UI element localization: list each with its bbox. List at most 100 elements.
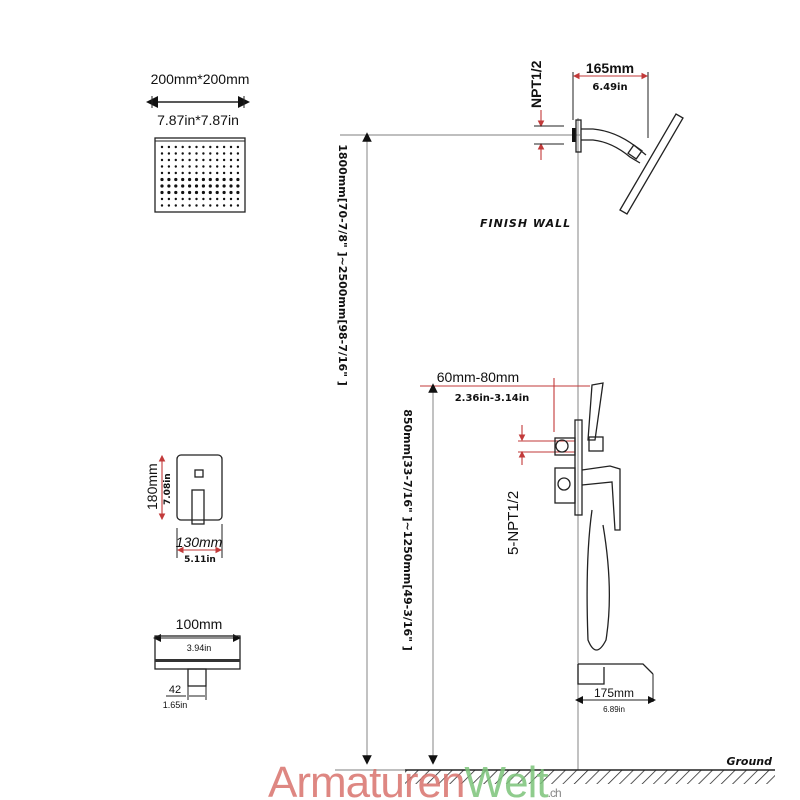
nozzle-dot xyxy=(174,184,178,188)
nozzle-dot xyxy=(174,165,177,168)
nozzle-dot xyxy=(222,204,226,207)
nozzle-dot xyxy=(174,145,177,149)
tub-spout: 175mm 6.89in xyxy=(575,663,656,714)
nozzle-dot xyxy=(174,204,177,207)
nozzle-dot xyxy=(201,184,205,188)
nozzle-dot xyxy=(229,190,233,195)
nozzle-dot xyxy=(236,204,240,207)
nozzle-dot xyxy=(195,145,198,149)
nozzle-dot xyxy=(229,171,233,175)
valve-depth-mm: 60mm-80mm xyxy=(437,369,519,385)
nozzle-dot xyxy=(236,152,240,155)
nozzle-dot xyxy=(216,145,219,149)
nozzle-dot xyxy=(222,171,226,175)
nozzle-dot xyxy=(229,184,233,188)
nozzle-dot xyxy=(188,145,191,149)
nozzle-dot xyxy=(229,145,233,149)
nozzle-dot xyxy=(188,158,191,162)
nozzle-dot xyxy=(216,197,219,201)
trim-plate-view: 180mm 7.08in 130mm 5.11in xyxy=(144,454,223,565)
nozzle-dot xyxy=(188,171,191,175)
plate-width-in: 5.11in xyxy=(184,555,216,565)
nozzle-dot xyxy=(160,145,164,149)
nozzle-dot xyxy=(174,190,178,195)
nozzle-dot xyxy=(215,190,219,195)
ground: Ground xyxy=(335,755,775,784)
shower-arm: NPT1/2 165mm 6.49in xyxy=(528,60,684,215)
nozzle-dot xyxy=(194,190,199,195)
nozzle-dot xyxy=(174,197,177,201)
nozzle-dot xyxy=(216,204,219,207)
nozzle-dot xyxy=(181,158,184,162)
shower-head-size-mm: 200mm*200mm xyxy=(151,71,250,87)
arm-thread-label: NPT1/2 xyxy=(528,60,544,108)
nozzle-dot xyxy=(209,204,212,207)
nozzle-dot xyxy=(209,152,212,155)
plate-height-in: 7.08in xyxy=(163,473,173,505)
nozzle-dot xyxy=(195,158,198,162)
nozzle-dot xyxy=(208,190,212,195)
nozzle-dot xyxy=(209,165,212,168)
nozzle-dot xyxy=(236,158,240,162)
nozzle-dot xyxy=(236,145,240,149)
nozzle-dot xyxy=(236,171,240,175)
spout-top-view: 100mm 3.94in 42 1.65in xyxy=(153,616,241,710)
nozzle-dot xyxy=(188,197,191,201)
nozzle-dot xyxy=(167,184,171,188)
nozzle-dot xyxy=(160,204,164,207)
plate-height-mm: 180mm xyxy=(144,463,160,510)
nozzle-dot xyxy=(229,152,233,155)
nozzle-dot xyxy=(236,190,240,195)
nozzle-dot xyxy=(216,158,219,162)
nozzle-dot xyxy=(209,171,212,175)
nozzle-dot xyxy=(188,165,191,168)
shower-head-plate xyxy=(154,137,246,213)
nozzle-dot xyxy=(236,184,240,188)
valve-height-label: 850mm[33-7/16" ]~1250mm[49-3/16" ] xyxy=(401,409,414,651)
nozzle-dot xyxy=(222,165,226,168)
nozzle-dot xyxy=(209,158,212,162)
plate-width-mm: 130mm xyxy=(176,534,223,550)
nozzle-dot xyxy=(167,171,171,175)
nozzle-dot xyxy=(167,158,171,162)
spout-stem-mm: 42 xyxy=(169,684,181,696)
nozzle-dot xyxy=(174,177,178,182)
valve-thread-label: 5-NPT1/2 xyxy=(505,491,522,555)
nozzle-dot xyxy=(195,204,198,207)
nozzle-dot xyxy=(202,158,205,162)
nozzle-dot xyxy=(229,158,233,162)
spout-length-mm: 175mm xyxy=(594,686,634,700)
nozzle-dot xyxy=(195,171,198,175)
nozzle-dot xyxy=(236,177,240,182)
spout-length-in: 6.89in xyxy=(603,705,625,714)
finish-wall-label: FINISH WALL xyxy=(480,217,571,230)
nozzle-dot xyxy=(160,152,164,155)
nozzle-dot xyxy=(181,171,184,175)
nozzle-dot xyxy=(216,165,219,168)
nozzle-dot xyxy=(181,177,185,182)
nozzle-dot xyxy=(195,152,198,155)
nozzle-dot xyxy=(181,165,184,168)
nozzle-dot xyxy=(202,145,205,149)
nozzle-dot xyxy=(181,152,184,155)
mixing-valve: 5-NPT1/2 xyxy=(505,382,621,651)
watermark: ArmaturenWelt.ch xyxy=(268,758,561,800)
nozzle-dot xyxy=(181,184,185,188)
nozzle-dot xyxy=(160,184,164,188)
nozzle-dot xyxy=(167,165,171,168)
nozzle-dot xyxy=(208,177,212,182)
nozzle-dot xyxy=(181,145,184,149)
nozzle-dot xyxy=(222,184,226,188)
nozzle-dot xyxy=(209,145,212,149)
nozzle-dot xyxy=(167,152,171,155)
nozzle-dot xyxy=(222,158,226,162)
nozzle-dot xyxy=(188,184,192,188)
nozzle-dot xyxy=(229,204,233,207)
nozzle-dot xyxy=(194,177,199,182)
nozzle-dot xyxy=(195,197,198,201)
nozzle-dot xyxy=(215,184,219,188)
nozzle-dot xyxy=(160,190,164,195)
nozzle-dot xyxy=(181,197,184,201)
nozzle-dot xyxy=(222,197,226,201)
